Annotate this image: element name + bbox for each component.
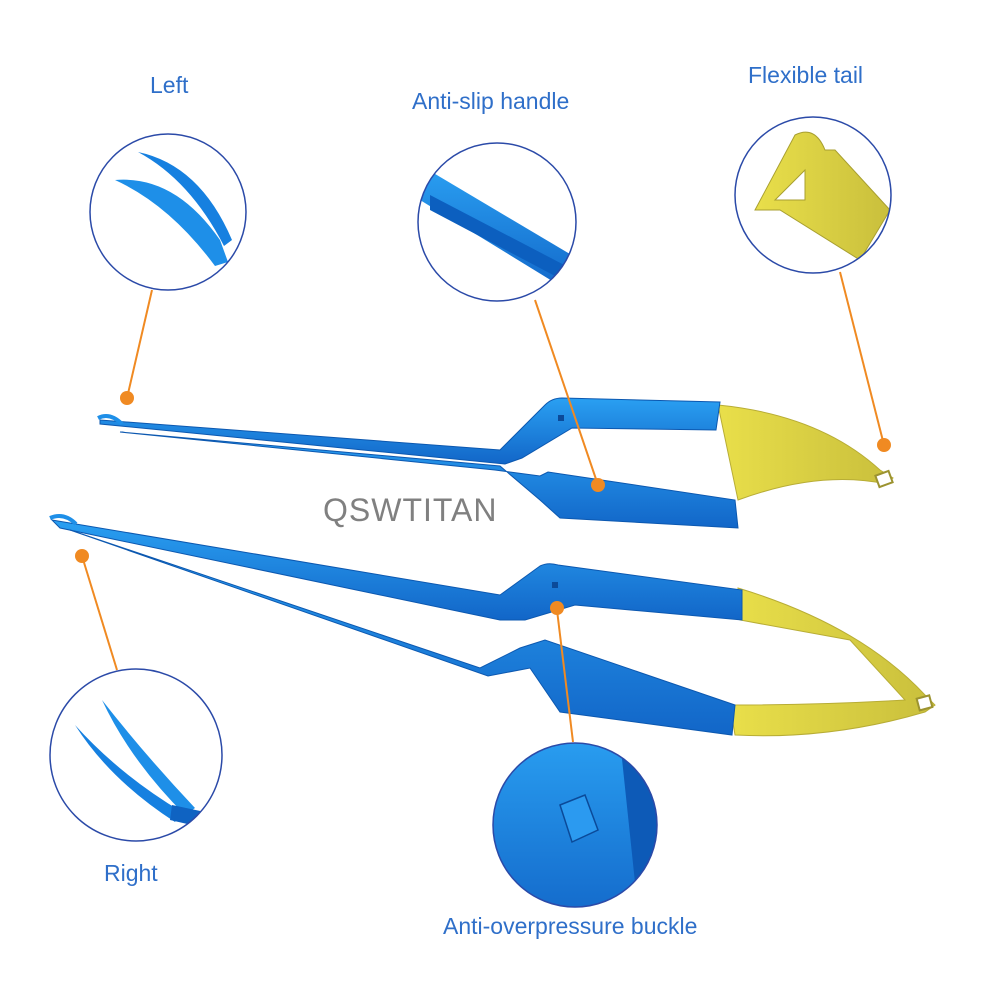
leader-lines [81,271,885,743]
upper-instrument [97,397,894,529]
lower-arm-top [50,519,743,621]
lower-arm-bottom [69,529,736,736]
lower-flexible-tail [729,587,936,737]
label-left: Left [150,72,189,98]
detail-anti-slip [417,142,577,302]
upper-flexible-tail [717,404,894,501]
lower-instrument [49,514,936,737]
upper-arm-top [99,397,721,465]
label-anti-slip-handle: Anti-slip handle [412,88,570,114]
detail-anti-overpressure [492,742,658,908]
leader-dots [75,391,891,615]
label-anti-overpressure-buckle: Anti-overpressure buckle [443,913,698,939]
detail-left [89,133,247,291]
upper-arm-bottom [119,431,739,529]
label-right: Right [104,860,158,886]
label-flexible-tail: Flexible tail [748,62,864,88]
detail-flexible-tail [734,116,892,274]
watermark: QSWTITAN [323,492,498,528]
detail-right [49,668,223,842]
